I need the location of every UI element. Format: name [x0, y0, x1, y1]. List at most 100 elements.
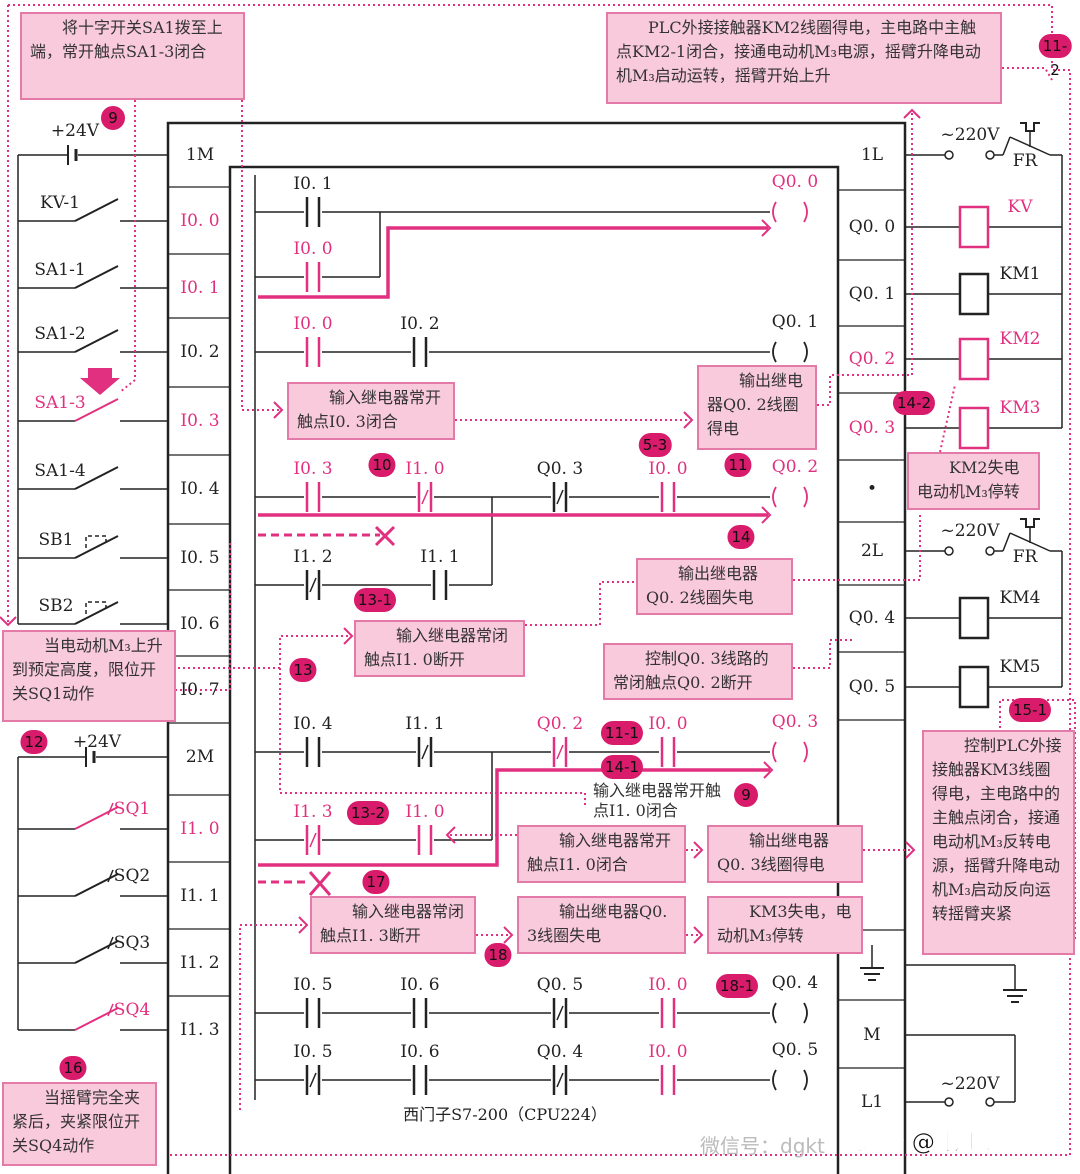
output-terminal: Q0. 4: [848, 608, 896, 628]
arrow-head: [693, 926, 704, 944]
switch-icon: [74, 535, 119, 559]
terminal-icon: [944, 546, 954, 556]
step-badge: 12: [20, 730, 48, 754]
pushbutton-icon: [85, 535, 107, 548]
coil-label: Q0. 2: [771, 457, 819, 477]
power-flow-path: [258, 226, 768, 299]
annotation-box: 输出继电器Q0. 2线圈失电: [636, 558, 793, 615]
pushbutton-icon: [85, 601, 107, 614]
switch-icon: [74, 198, 119, 222]
leader-line: [239, 924, 305, 1110]
input-device-label: KV-1: [40, 193, 80, 213]
coil-icon: [772, 1069, 777, 1091]
fr-contact-icon: [1020, 518, 1040, 528]
step-badge: 13: [289, 658, 317, 682]
nc-contact-slash: [309, 1072, 317, 1088]
coil-icon: [803, 486, 808, 508]
contact-gap: [304, 349, 322, 355]
contact-label: Q0. 4: [536, 1042, 584, 1062]
input-device-label: SB2: [38, 596, 74, 616]
contact-gap: [431, 582, 449, 588]
output-coil-label: KM4: [999, 588, 1041, 608]
input-terminal: I0. 7: [180, 680, 220, 700]
supply-label: ~220V: [940, 125, 1000, 145]
annotation-box: PLC外接接触器KM2线圈得电，主电路中主触点KM2-1闭合，接通电动机M₃电源…: [606, 12, 1002, 104]
input-device-label: SQ4: [113, 1000, 151, 1020]
switch-icon: [74, 466, 119, 490]
input-device-label: SB1: [38, 530, 74, 550]
leader-line: [8, 4, 1071, 1156]
leader-line: [160, 540, 231, 691]
input-terminal: 1M: [185, 145, 215, 165]
overload-label: FR: [1012, 547, 1038, 567]
terminal-icon: [985, 1097, 995, 1107]
output-coil-label: KM3: [999, 398, 1041, 418]
arrow-head: [763, 761, 774, 779]
step-badge: 11-1: [600, 721, 644, 745]
step-badge: 18: [484, 943, 512, 967]
output-terminal: L1: [860, 1092, 884, 1112]
coil-icon: [772, 1002, 777, 1024]
input-device-label: SQ3: [113, 933, 151, 953]
contact-label: I0. 0: [293, 314, 333, 334]
annotation-box: KM3失电，电动机M₃停转: [707, 896, 863, 954]
plc-inner-frame: [228, 165, 840, 1174]
contact-label: I1. 1: [420, 547, 460, 567]
annotation-box: 输出继电器Q0. 3线圈得电: [707, 825, 863, 883]
contact-label: I0. 0: [648, 1042, 688, 1062]
leader-line: [178, 635, 350, 669]
leader-line: [939, 384, 956, 453]
contact-gap: [659, 1010, 677, 1016]
plc-model-label: 西门子S7-200（CPU224）: [403, 1105, 607, 1124]
arrow-head: [0, 616, 17, 627]
output-terminal: Q0. 2: [848, 349, 896, 369]
coil-icon: [803, 741, 808, 763]
contact-gap: [304, 494, 322, 500]
contact-label: I0. 2: [400, 314, 440, 334]
watermark-faint: 微信号：dgkt: [700, 1134, 825, 1158]
relay-coil-icon: [958, 337, 990, 381]
output-coil-label: KM2: [999, 329, 1041, 349]
supply-label: +24V: [50, 121, 100, 141]
input-terminal: I0. 6: [180, 614, 220, 634]
annotation-box: 当电动机M₃上升到预定高度，限位开关SQ1动作: [2, 630, 176, 722]
arrow-head: [343, 627, 354, 645]
annotation-box: 当摇臂完全夹紧后，夹紧限位开关SQ4动作: [2, 1082, 157, 1166]
coil-label: Q0. 4: [771, 973, 819, 993]
annotation-box: 控制PLC外接接触器KM3线圈得电，主电路中的主触点闭合，接通电动机M₃反转电源…: [922, 730, 1075, 955]
overload-label: FR: [1012, 151, 1038, 171]
contact-label: I1. 1: [405, 714, 445, 734]
contact-gap: [659, 1077, 677, 1083]
arrow-head: [693, 841, 704, 859]
coil-icon: [803, 341, 808, 363]
fr-contact-icon: [1020, 122, 1040, 132]
input-device-label: SA1-1: [34, 260, 86, 280]
arrow-head: [683, 411, 694, 429]
contact-gap: [411, 349, 429, 355]
contact-label: I0. 0: [648, 714, 688, 734]
output-terminal: Q0. 0: [848, 217, 896, 237]
input-device-label: SA1-4: [34, 461, 86, 481]
arrow-head: [761, 219, 772, 237]
arrow-head: [903, 108, 921, 119]
step-badge: 18-1: [715, 974, 759, 998]
leader-line: [279, 668, 586, 805]
coil-icon: [803, 1002, 808, 1024]
annotation-box: KM2失电电动机M₃停转: [907, 452, 1040, 510]
input-terminal: I0. 4: [180, 479, 220, 499]
step-badge: 9: [734, 783, 758, 807]
contact-label: I0. 6: [400, 975, 440, 995]
actuate-arrow-icon: [80, 368, 120, 395]
output-terminal: Q0. 3: [848, 418, 896, 438]
contact-gap: [304, 749, 322, 755]
output-coil-label: KM1: [999, 264, 1041, 284]
nc-contact-slash: [309, 832, 317, 848]
annotation-box: 控制Q0. 3线路的常闭触点Q0. 2断开: [603, 643, 793, 700]
input-device-label: SA1-3: [34, 393, 86, 413]
input-terminal: I1. 1: [180, 886, 220, 906]
terminal-icon: [985, 150, 995, 160]
output-terminal: M: [863, 1025, 881, 1045]
switch-icon: [74, 329, 119, 353]
contact-gap: [659, 749, 677, 755]
